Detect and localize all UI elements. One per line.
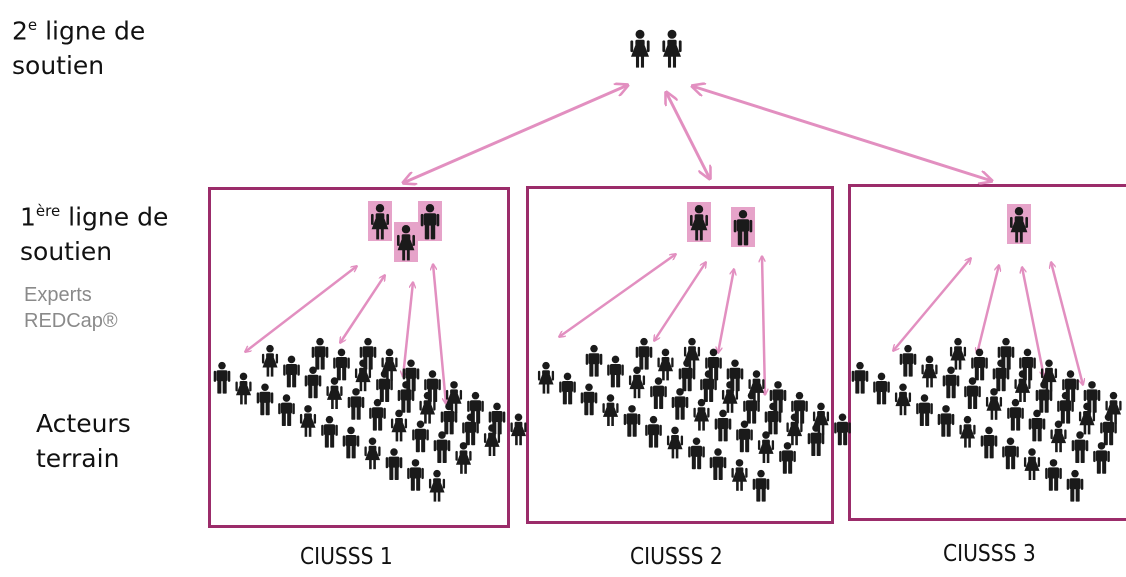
ciusss-2-box [526, 186, 834, 524]
field-actor-icon [964, 377, 981, 409]
field-actor-icon [921, 355, 938, 388]
field-actor-icon [559, 372, 576, 405]
field-actor-icon [671, 388, 689, 420]
people-icons [213, 29, 1122, 502]
field-actor-icon [261, 344, 279, 377]
field-actor-icon [412, 420, 429, 453]
field-actor-icon [369, 398, 386, 431]
field-actor-icon [390, 409, 408, 442]
field-actor-icon [899, 344, 917, 377]
field-actor-icon [731, 459, 748, 491]
field-actor-icon [757, 431, 775, 463]
field-actor-icon [1023, 448, 1041, 480]
field-actor-icon [278, 394, 295, 426]
field-actor-icon [283, 355, 300, 388]
inner-arrows [245, 254, 1083, 404]
field-actor-icon [333, 348, 350, 381]
field-actor-icon [213, 361, 231, 394]
label-second-line: 2e ligne de soutien [12, 16, 146, 81]
field-actor-icon [580, 383, 598, 416]
caption-ciusss-2: CIUSSS 2 [630, 544, 723, 570]
field-actor-icon [779, 442, 796, 474]
field-actor-icon [364, 437, 381, 470]
top-arrows [403, 85, 992, 183]
caption-ciusss-3: CIUSSS 3 [943, 541, 1036, 567]
field-actor-icon [959, 415, 976, 448]
field-actor-icon [650, 377, 667, 409]
field-actor-icon [1078, 402, 1096, 435]
field-actor-icon [657, 348, 674, 381]
field-actor-icon [407, 459, 424, 491]
field-actor-icon [645, 415, 662, 448]
label-first-line: 1ère ligne de soutien [20, 202, 169, 267]
field-actor-icon [347, 388, 365, 420]
field-actor-icon [354, 359, 372, 392]
field-actor-icon [628, 366, 646, 399]
field-actor-icon [635, 337, 653, 370]
field-actor-icon [873, 372, 890, 405]
field-actor-icon [985, 388, 1003, 420]
field-actor-icon [1002, 437, 1019, 470]
field-actor-icon [688, 437, 705, 470]
second-line-supporter-icon [662, 29, 682, 68]
field-actor-icon [666, 426, 684, 459]
field-actor-icon [1050, 420, 1067, 453]
field-actor-icon [342, 426, 360, 459]
field-actor-icon [1093, 442, 1110, 474]
ciusss-3-box [848, 184, 1126, 521]
caption-ciusss-1: CIUSSS 1 [300, 544, 393, 570]
field-actor-icon [942, 366, 960, 399]
field-actor-icon [1014, 370, 1031, 402]
field-actor-icon [786, 413, 803, 446]
field-actor-icon [385, 448, 403, 480]
field-actor-icon [537, 361, 555, 394]
field-actor-icon [721, 381, 739, 413]
field-actor-icon [304, 366, 322, 399]
field-actor-icon [894, 383, 912, 416]
field-actor-icon [1066, 469, 1084, 502]
field-actor-icon [709, 448, 727, 480]
field-actor-icon [851, 361, 869, 394]
field-actor-icon [714, 409, 732, 442]
field-actor-icon [607, 355, 624, 388]
field-actor-icon [736, 420, 753, 453]
second-line-supporter-icon [630, 29, 650, 68]
field-actor-icon [1045, 459, 1062, 491]
field-actor-icon [752, 469, 770, 502]
field-actor-icon [455, 442, 472, 474]
field-actor-icon [1071, 431, 1089, 463]
field-actor-icon [299, 405, 317, 437]
field-actor-icon [483, 424, 501, 456]
ciusss-1-box [208, 187, 510, 528]
field-actor-icon [419, 391, 436, 424]
field-actor-icon [326, 377, 343, 409]
field-actor-icon [510, 413, 527, 446]
field-actor-icon [235, 372, 252, 405]
field-actor-icon [602, 394, 619, 426]
field-actor-icon [321, 415, 338, 448]
field-actor-icon [433, 431, 451, 463]
field-actor-icon [256, 383, 274, 416]
field-actor-icon [980, 426, 998, 459]
field-actor-icon [1028, 409, 1046, 442]
field-actor-icon [585, 344, 603, 377]
field-actor-icon [949, 337, 967, 370]
field-actor-icon [1007, 398, 1024, 431]
field-actor-icon [916, 394, 933, 426]
field-actor-icon [971, 348, 988, 381]
field-actor-icon [623, 405, 641, 437]
field-actor-icon [428, 469, 446, 502]
field-actor-icon [937, 405, 955, 437]
field-actor-icon [311, 337, 329, 370]
field-actor-icon [693, 398, 710, 431]
